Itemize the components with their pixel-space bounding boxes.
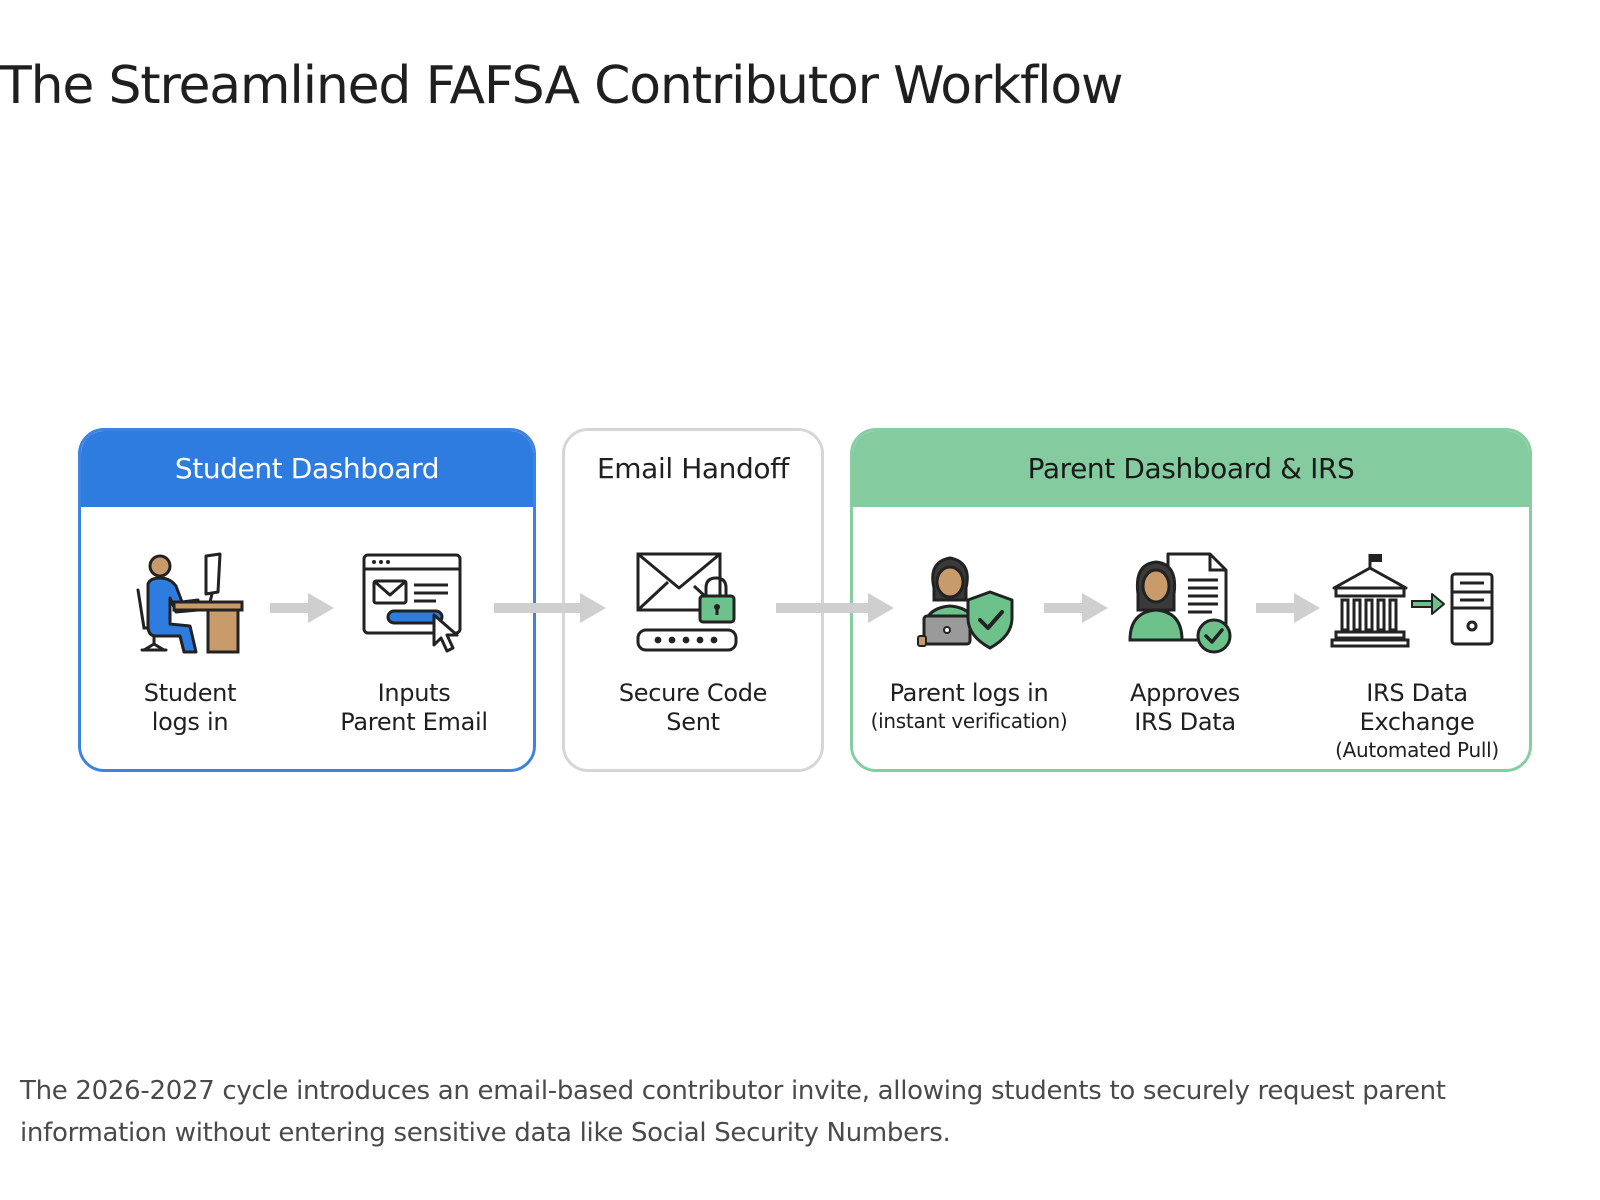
parent-dashboard-header: Parent Dashboard & IRS [853, 431, 1529, 507]
arrow-right-icon [776, 593, 894, 623]
step-approves-irs-data: Approves IRS Data [1130, 679, 1240, 737]
irs-transfer-icon [1330, 554, 1494, 648]
approve-document-icon [1128, 552, 1232, 654]
student-dashboard-header: Student Dashboard [81, 431, 533, 507]
page-title: The Streamlined FAFSA Contributor Workfl… [0, 56, 1123, 116]
step-parent-logs-in: Parent logs in (instant verification) [871, 679, 1068, 734]
email-form-icon [362, 553, 462, 653]
secure-email-icon [636, 552, 738, 652]
step-sublabel: (Automated Pull) [1335, 738, 1499, 762]
step-irs-data-exchange: IRS Data Exchange (Automated Pull) [1335, 679, 1499, 763]
email-handoff-header: Email Handoff [565, 431, 821, 507]
step-sublabel: (instant verification) [870, 709, 1068, 733]
step-secure-code-sent: Secure Code Sent [618, 679, 768, 737]
arrow-right-icon [270, 593, 334, 623]
step-label: IRS Data [1366, 679, 1468, 707]
step-label: IRS Data [1134, 708, 1236, 736]
step-label: Sent [666, 708, 720, 736]
step-label: Exchange [1359, 708, 1475, 736]
arrow-right-icon [1044, 593, 1108, 623]
arrow-right-icon [1256, 593, 1320, 623]
step-label: Parent logs in [889, 679, 1049, 707]
step-inputs-parent-email: Inputs Parent Email [340, 679, 488, 737]
arrow-right-icon [494, 593, 606, 623]
step-label: Parent Email [340, 708, 488, 736]
step-label: Inputs [377, 679, 451, 707]
step-label: Student [143, 679, 237, 707]
student-computer-icon [136, 552, 244, 654]
step-label: logs in [151, 708, 229, 736]
step-student-logs-in: Student logs in [143, 679, 237, 737]
step-label: Approves [1130, 679, 1240, 707]
parent-verify-icon [917, 556, 1014, 650]
caption-text: The 2026-2027 cycle introduces an email-… [20, 1076, 1446, 1148]
step-label: Secure Code [618, 679, 768, 707]
